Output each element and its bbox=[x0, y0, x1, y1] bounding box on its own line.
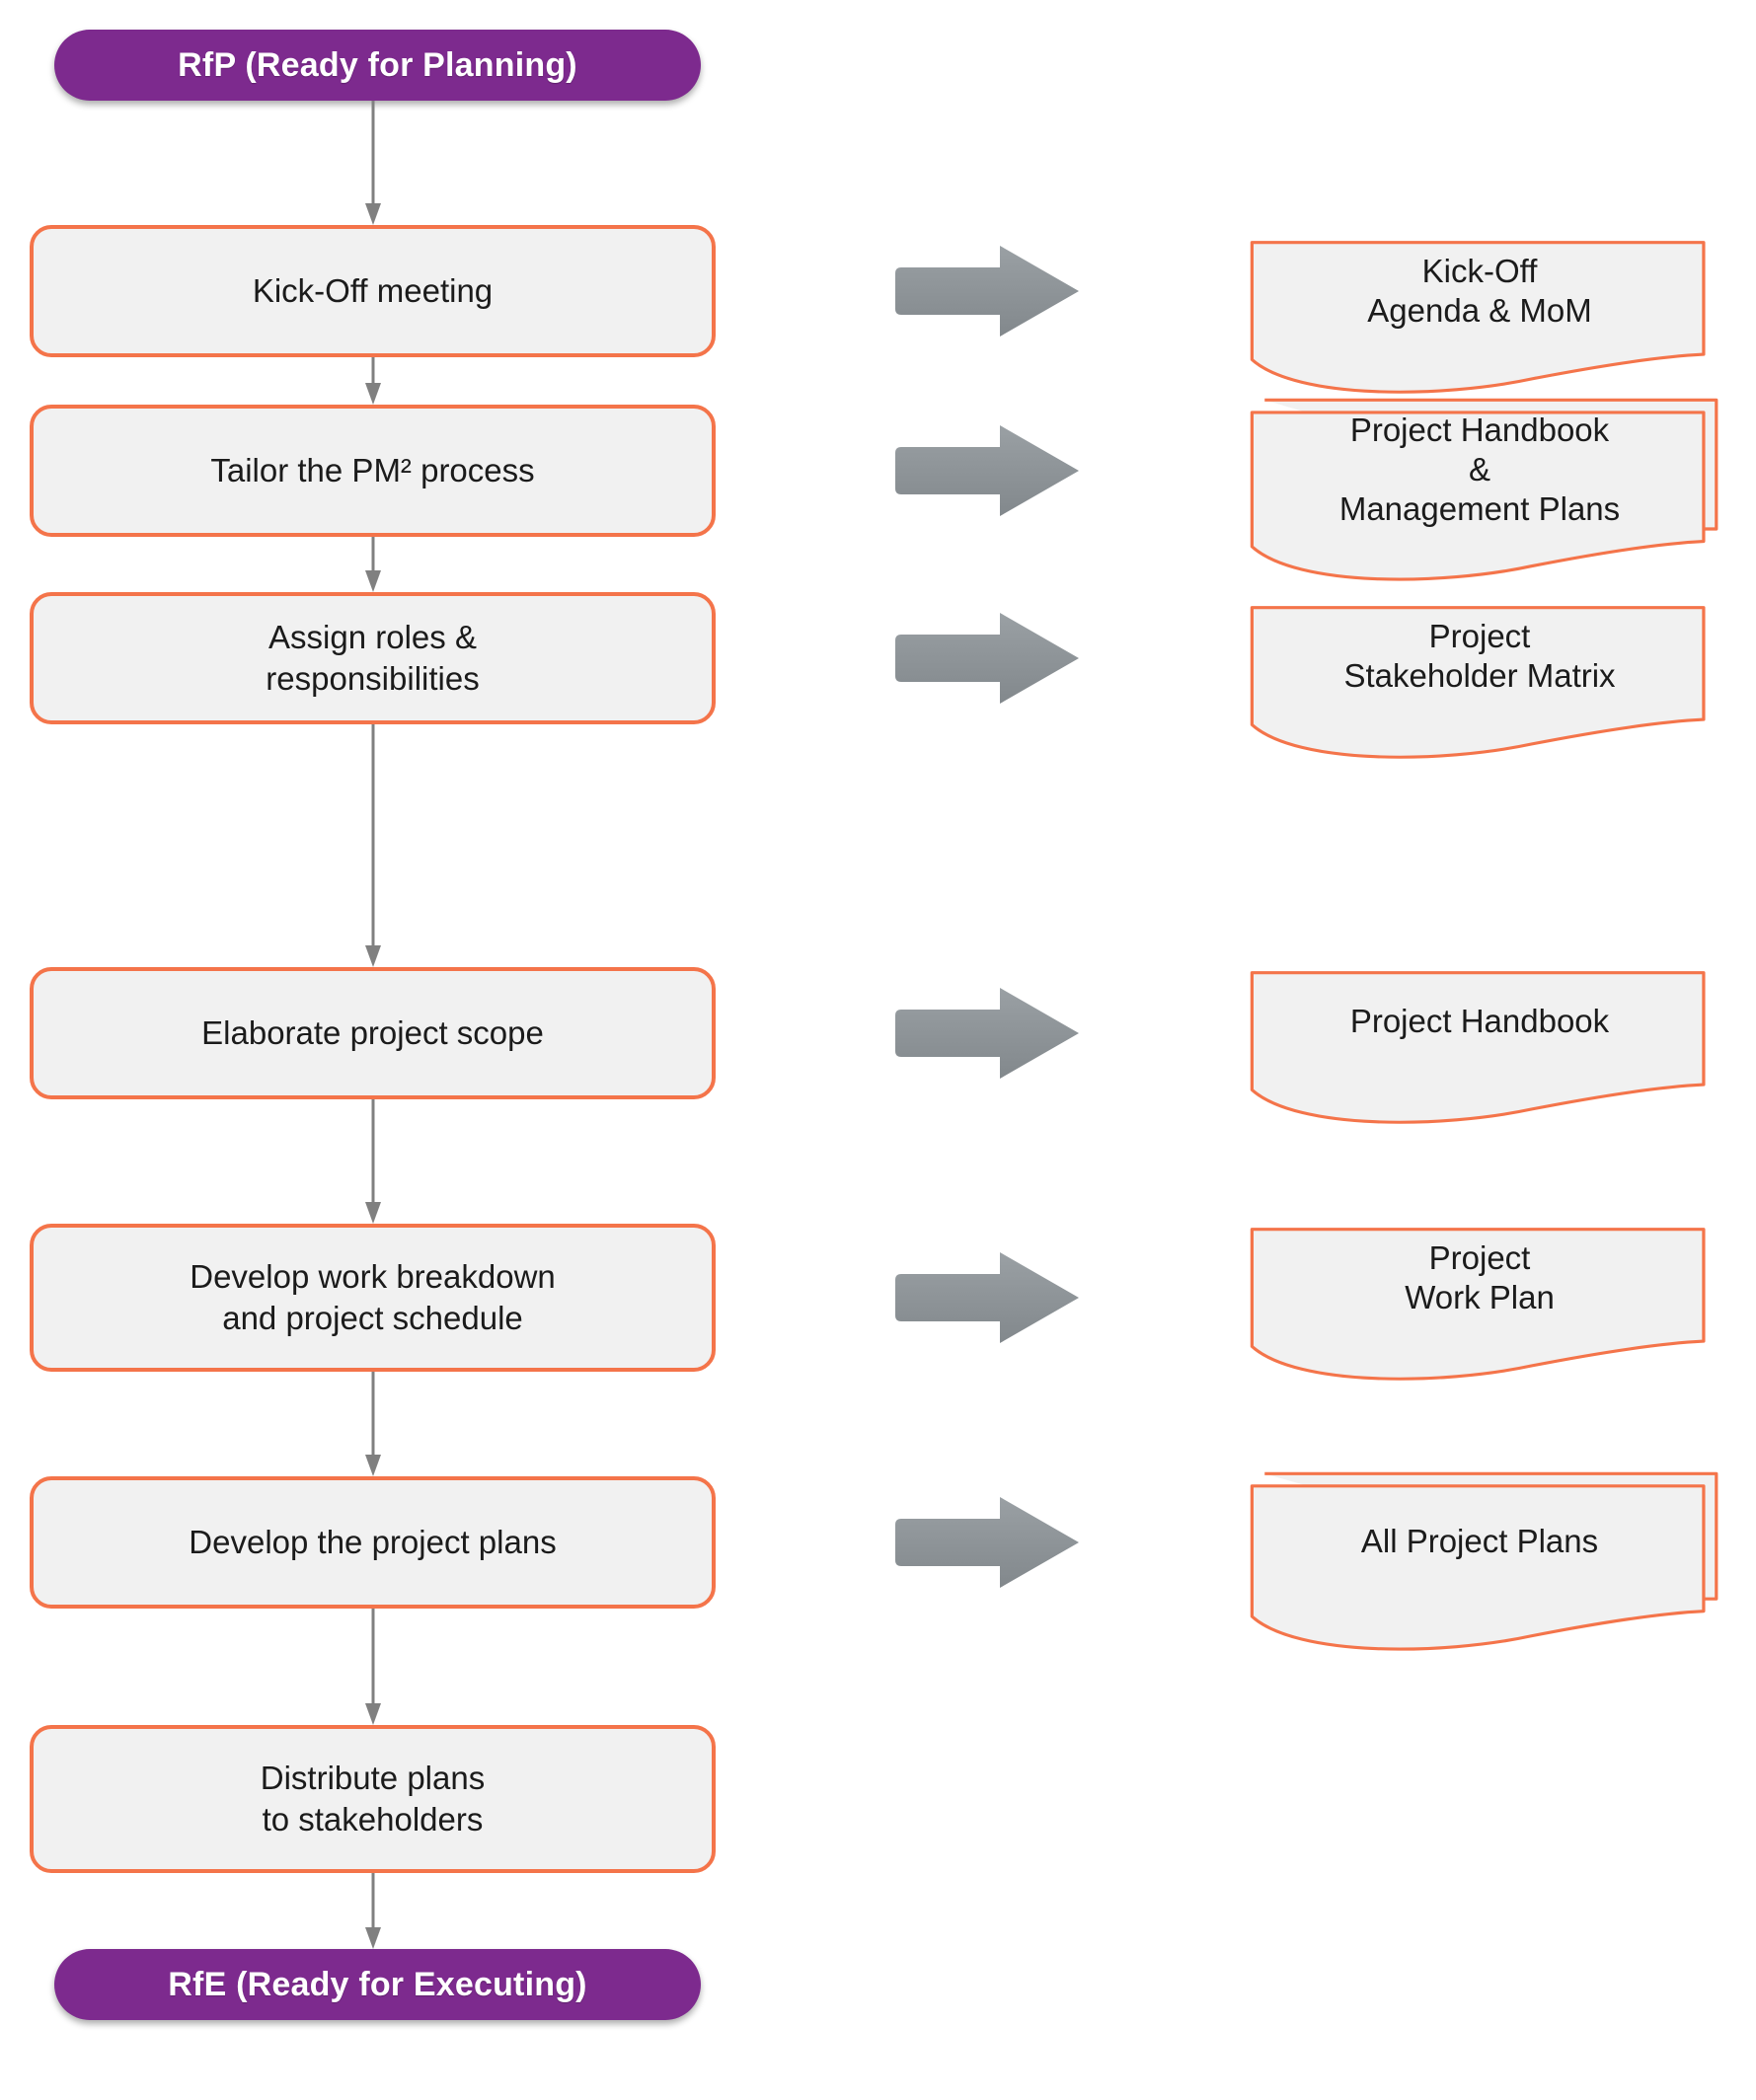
flow-connector-arrow bbox=[361, 1873, 385, 1949]
document-label-project-work-plan: Project Work Plan bbox=[1405, 1238, 1555, 1315]
flow-connector-arrow bbox=[361, 1372, 385, 1476]
document-label-project-stakeholder-matrix: Project Stakeholder Matrix bbox=[1343, 617, 1616, 694]
process-label-tailor-the-pm2-process: Tailor the PM² process bbox=[210, 451, 535, 488]
document-label-kick-off-agenda-and-mom: Kick-Off Agenda & MoM bbox=[1367, 252, 1592, 329]
block-arrow-develop-the-project-plans bbox=[893, 1495, 1081, 1590]
terminator-start-label: RfP (Ready for Planning) bbox=[178, 45, 577, 84]
document-all-project-plans[interactable]: All Project Plans bbox=[1234, 1468, 1725, 1666]
block-arrow-elaborate-project-scope bbox=[893, 986, 1081, 1081]
block-arrow-develop-work-breakdown-and-project-schedule bbox=[893, 1250, 1081, 1345]
flow-connector-arrow bbox=[361, 1609, 385, 1725]
flow-connector-arrow bbox=[361, 537, 385, 592]
terminator-end-label: RfE (Ready for Executing) bbox=[168, 1965, 587, 2003]
process-distribute-plans-to-stakeholders[interactable]: Distribute plans to stakeholders bbox=[30, 1725, 716, 1873]
block-arrow-tailor-the-pm2-process bbox=[893, 423, 1081, 518]
process-develop-the-project-plans[interactable]: Develop the project plans bbox=[30, 1476, 716, 1609]
process-label-kick-off-meeting: Kick-Off meeting bbox=[252, 271, 494, 309]
document-kick-off-agenda-and-mom[interactable]: Kick-Off Agenda & MoM bbox=[1234, 225, 1725, 409]
document-project-handbook[interactable]: Project Handbook bbox=[1234, 955, 1725, 1139]
process-label-develop-the-project-plans: Develop the project plans bbox=[189, 1523, 557, 1560]
flow-connector-arrow bbox=[361, 101, 385, 225]
block-arrow-kick-off-meeting bbox=[893, 244, 1081, 338]
process-label-develop-work-breakdown-and-project-schedule: Develop work breakdown and project sched… bbox=[190, 1257, 556, 1336]
process-kick-off-meeting[interactable]: Kick-Off meeting bbox=[30, 225, 716, 357]
document-label-project-handbook: Project Handbook bbox=[1349, 1002, 1610, 1039]
process-label-distribute-plans-to-stakeholders: Distribute plans to stakeholders bbox=[260, 1759, 486, 1838]
process-assign-roles-and-responsibilities[interactable]: Assign roles & responsibilities bbox=[30, 592, 716, 724]
document-label-project-handbook-and-management-plans: Project Handbook & Management Plans bbox=[1338, 411, 1621, 528]
flow-connector-arrow bbox=[361, 724, 385, 967]
process-label-assign-roles-and-responsibilities: Assign roles & responsibilities bbox=[266, 618, 480, 697]
process-elaborate-project-scope[interactable]: Elaborate project scope bbox=[30, 967, 716, 1099]
process-tailor-the-pm2-process[interactable]: Tailor the PM² process bbox=[30, 405, 716, 537]
document-project-handbook-and-management-plans[interactable]: Project Handbook & Management Plans bbox=[1234, 395, 1725, 596]
document-project-stakeholder-matrix[interactable]: Project Stakeholder Matrix bbox=[1234, 590, 1725, 774]
process-develop-work-breakdown-and-project-schedule[interactable]: Develop work breakdown and project sched… bbox=[30, 1224, 716, 1372]
document-project-work-plan[interactable]: Project Work Plan bbox=[1234, 1212, 1725, 1395]
block-arrow-assign-roles-and-responsibilities bbox=[893, 611, 1081, 706]
document-label-all-project-plans: All Project Plans bbox=[1360, 1522, 1599, 1559]
flow-connector-arrow bbox=[361, 357, 385, 405]
terminator-ready-for-planning[interactable]: RfP (Ready for Planning) bbox=[54, 30, 701, 101]
flow-connector-arrow bbox=[361, 1099, 385, 1224]
terminator-ready-for-executing[interactable]: RfE (Ready for Executing) bbox=[54, 1949, 701, 2020]
process-label-elaborate-project-scope: Elaborate project scope bbox=[201, 1013, 544, 1051]
